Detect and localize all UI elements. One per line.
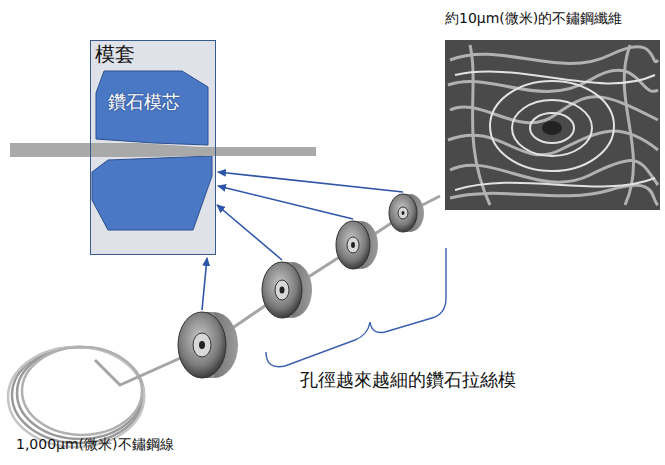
mold-sleeve: 模套鑽石模芯 <box>90 40 216 255</box>
wire-label: 1,000μm(微米)不鏽鋼線 <box>16 436 174 454</box>
drawing-dies <box>178 194 424 378</box>
pointer-arrows <box>202 172 403 310</box>
wire-bar <box>10 143 316 157</box>
dies-label: 孔徑越來越細的鑽石拉絲模 <box>300 368 516 392</box>
photo-caption: 約10μm(微米)的不鏽鋼纖維 <box>445 10 622 28</box>
diamond-die-core: 鑽石模芯 <box>94 69 210 147</box>
fiber-photo <box>445 40 660 210</box>
bracket <box>266 248 446 367</box>
die-core-lower <box>92 156 212 230</box>
wire <box>95 196 440 385</box>
wire-coil <box>8 347 144 447</box>
node-text: 鑽石模芯 <box>108 91 210 113</box>
node-text: 模套 <box>95 43 215 66</box>
